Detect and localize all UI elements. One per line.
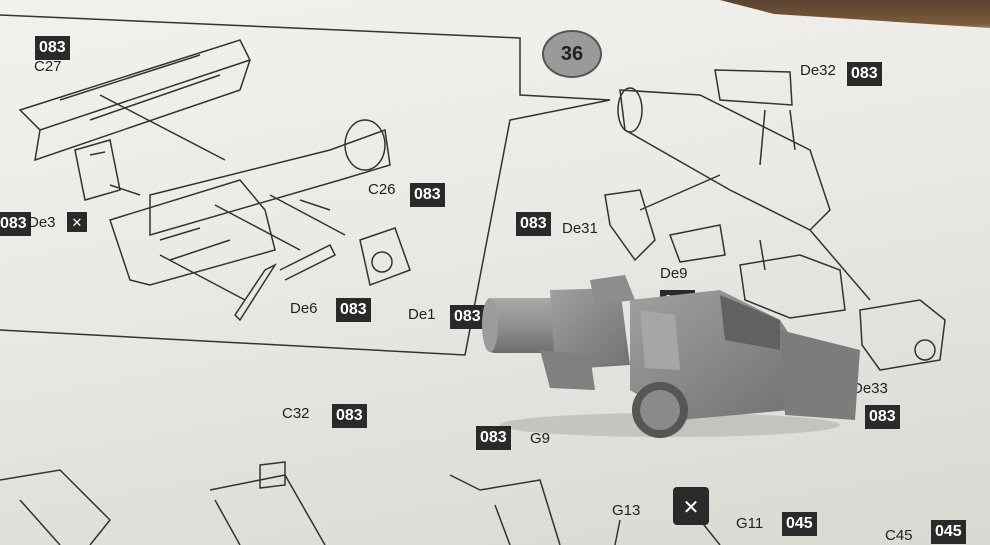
part-de1-sketch: [359, 227, 411, 287]
receiver-sketch: [18, 39, 252, 162]
no-glue-icon: ✕: [673, 487, 709, 525]
panel-border-left: [0, 14, 611, 356]
part-label: De6: [290, 300, 318, 317]
part-number-box: 083: [35, 36, 70, 60]
part-frame-sketch: [109, 179, 276, 286]
svg-text:✕: ✕: [683, 495, 700, 519]
part-label: C32: [282, 405, 310, 422]
svg-text:✕: ✕: [72, 216, 83, 231]
part-number-box: 083: [847, 62, 882, 86]
part-de6-sketch: [234, 243, 337, 322]
part-label: C26: [368, 181, 396, 198]
part-label: De3: [28, 214, 56, 231]
part-de9-sketch: [668, 224, 726, 263]
part-number-box: 083: [865, 405, 900, 429]
part-label: De31: [562, 220, 598, 237]
part-number-box: 045: [782, 512, 817, 536]
part-label: G9: [530, 430, 551, 447]
part-g9-sketch: [449, 474, 561, 545]
part-label: G11: [736, 515, 764, 532]
part-number-box: 083: [336, 298, 371, 322]
part-number-box: 045: [931, 520, 966, 544]
part-number-box: 083: [332, 404, 367, 428]
part-c26-sketch: [149, 128, 391, 236]
bottom-left-sketch: [0, 469, 112, 545]
plastic-model-part: [482, 275, 860, 438]
part-number-box: 083: [516, 212, 551, 236]
part-label: De9: [660, 265, 688, 282]
part-number-box: 083: [476, 426, 511, 450]
no-glue-icon: ✕: [67, 212, 87, 232]
receiver-right-sketch: [619, 89, 831, 231]
part-de3-sketch: [74, 139, 121, 201]
step-number-badge: 36: [542, 30, 602, 78]
part-label: De33: [852, 380, 888, 397]
part-c32-sketch: [209, 461, 326, 545]
part-number-box: 083: [410, 183, 445, 207]
part-number-box: 083: [450, 305, 485, 329]
part-label: C27: [34, 58, 62, 75]
part-label: De1: [408, 306, 436, 323]
part-label: G13: [612, 502, 641, 519]
part-de33-sketch: [859, 299, 946, 371]
part-de31-sketch: [604, 189, 656, 262]
part-label: De32: [800, 62, 836, 79]
part-label: C45: [885, 527, 913, 544]
part-number-box: 083: [0, 212, 31, 236]
part-de32-sketch: [714, 69, 793, 106]
part-cylinder-sketch: [739, 254, 846, 319]
